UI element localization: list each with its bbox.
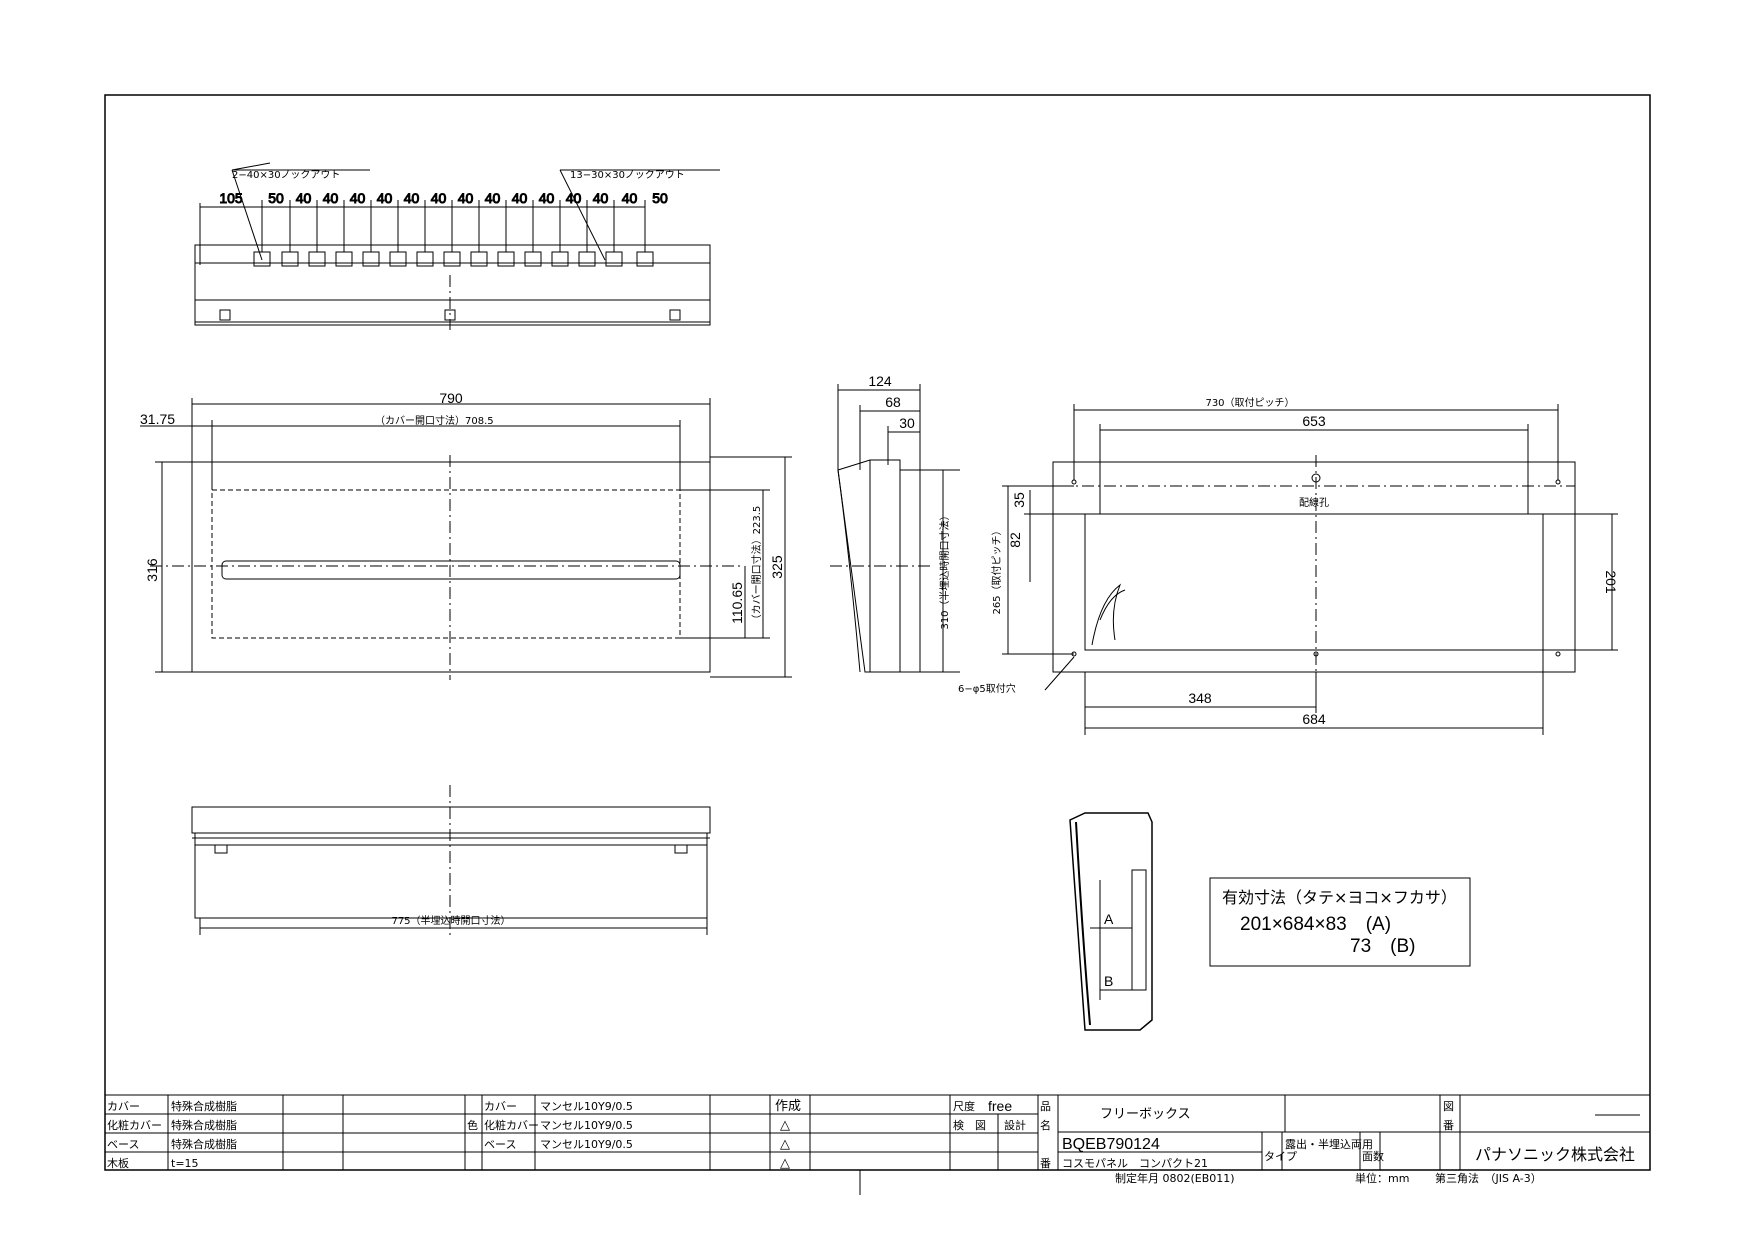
top-dim-label: 40	[323, 190, 339, 206]
company-name: パナソニック株式会社	[1475, 1145, 1635, 1164]
revision-mark-2: △	[780, 1137, 790, 1152]
bottom-view	[191, 785, 711, 935]
material-value-0: 特殊合成樹脂	[171, 1099, 237, 1113]
dim-35: 35	[1011, 492, 1027, 508]
dim-325: 325	[769, 555, 785, 579]
product-series: コスモパネル コンパクト21	[1062, 1157, 1208, 1170]
material-value-2: 特殊合成樹脂	[171, 1137, 237, 1151]
revision-mark-3: △	[780, 1156, 790, 1171]
material-value-1: 特殊合成樹脂	[171, 1118, 237, 1132]
material-part-0: カバー	[107, 1100, 140, 1113]
material-part-2: ベース	[107, 1138, 139, 1151]
hin-label: 品	[1040, 1100, 1051, 1113]
material-part-1: 化粧カバー	[107, 1118, 162, 1132]
dim-348: 348	[1188, 690, 1212, 706]
type-label: タイプ	[1264, 1150, 1297, 1163]
dim-730: 730（取付ピッチ）	[1205, 396, 1294, 409]
dim-82: 82	[1007, 532, 1023, 548]
scale-label: 尺度	[953, 1099, 975, 1113]
effective-title: 有効寸法（タテ×ヨコ×フカサ）	[1222, 888, 1457, 907]
dim-68: 68	[885, 394, 901, 410]
established-date: 制定年月 0802(EB011)	[1115, 1171, 1235, 1185]
design-label: 設計	[1004, 1118, 1026, 1132]
effective-line-2: 73 (B)	[1350, 936, 1415, 957]
men-label: 面数	[1362, 1150, 1384, 1163]
top-dim-label: 40	[512, 190, 528, 206]
title-block	[104, 1094, 1651, 1195]
revision-mark-1: △	[780, 1118, 790, 1133]
wiring-hole-label: 配線孔	[1299, 496, 1329, 509]
top-dim-label: 40	[377, 190, 393, 206]
dim-223-5: （カバー開口寸法）223.5	[750, 506, 763, 625]
knockout-right-label: 13−30×30ノックアウト	[570, 169, 685, 181]
rear-view	[1002, 404, 1618, 735]
product-name: フリーボックス	[1100, 1107, 1191, 1122]
dim-790: 790	[439, 390, 463, 406]
dim-708-5: （カバー開口寸法）708.5	[375, 414, 494, 427]
dim-201: 201	[1603, 570, 1619, 594]
effective-line-1: 201×684×83 (A)	[1240, 914, 1391, 935]
section-label-b: B	[1104, 973, 1113, 989]
color-label: 色	[467, 1118, 478, 1132]
zu-ban-label: 番	[1443, 1119, 1454, 1132]
top-dim-label: 40	[539, 190, 555, 206]
scale-value: free	[988, 1098, 1012, 1114]
color-value-0: マンセル10Y9/0.5	[540, 1100, 633, 1113]
color-part-2: ベース	[484, 1138, 516, 1151]
dim-316: 316	[144, 558, 160, 582]
top-dim-label: 40	[458, 190, 474, 206]
zu-label: 図	[1443, 1100, 1454, 1113]
top-dim-label: 40	[593, 190, 609, 206]
unit-label: 単位：mm	[1355, 1171, 1409, 1185]
material-value-3: t=15	[171, 1157, 199, 1170]
dim-110-65: 110.65	[729, 582, 745, 624]
knockout-left-label: 2−40×30ノックアウト	[232, 169, 340, 181]
knockout-row	[253, 200, 654, 267]
top-dim-label: 40	[566, 190, 582, 206]
color-part-1: 化粧カバー	[484, 1118, 539, 1132]
front-view	[140, 398, 792, 680]
ban-label: 番	[1040, 1157, 1051, 1170]
inspect-label: 検 図	[953, 1118, 986, 1132]
top-dim-label: 50	[268, 190, 284, 206]
sakusei-label: 作成	[775, 1099, 801, 1114]
top-dim-label: 40	[622, 190, 638, 206]
dim-684: 684	[1302, 711, 1326, 727]
part-number: BQEB790124	[1062, 1136, 1160, 1153]
dim-124: 124	[868, 373, 892, 389]
mount-hole-label: 6−φ5取付穴	[958, 682, 1016, 695]
material-part-3: 木板	[107, 1156, 129, 1170]
top-dim-label: 50	[652, 190, 668, 206]
top-dim-label: 40	[431, 190, 447, 206]
dim-775: 775（半埋込時開口寸法）	[391, 914, 510, 927]
projection-label: 第三角法 （JIS A-3）	[1435, 1171, 1542, 1185]
top-dim-label: 40	[350, 190, 366, 206]
effective-dims-box	[1209, 877, 1471, 967]
dim-310: 310（半埋込時開口寸法）	[938, 510, 951, 629]
top-view	[194, 162, 720, 330]
type-value: 露出・半埋込両用	[1285, 1137, 1373, 1151]
top-dim-label: 40	[404, 190, 420, 206]
section-label-a: A	[1104, 911, 1114, 927]
top-dim-label: 40	[485, 190, 501, 206]
dim-30: 30	[899, 415, 915, 431]
top-dim-label: 105	[219, 190, 243, 206]
color-part-0: カバー	[484, 1100, 517, 1113]
dim-31-75: 31.75	[140, 411, 175, 427]
dim-653: 653	[1302, 413, 1326, 429]
section-view	[1069, 812, 1153, 1031]
top-dim-label: 40	[296, 190, 312, 206]
mei-label: 名	[1040, 1118, 1051, 1132]
side-view	[830, 384, 960, 673]
dim-265: 265（取付ピッチ）	[990, 525, 1003, 614]
color-value-2: マンセル10Y9/0.5	[540, 1138, 633, 1151]
color-value-1: マンセル10Y9/0.5	[540, 1119, 633, 1132]
